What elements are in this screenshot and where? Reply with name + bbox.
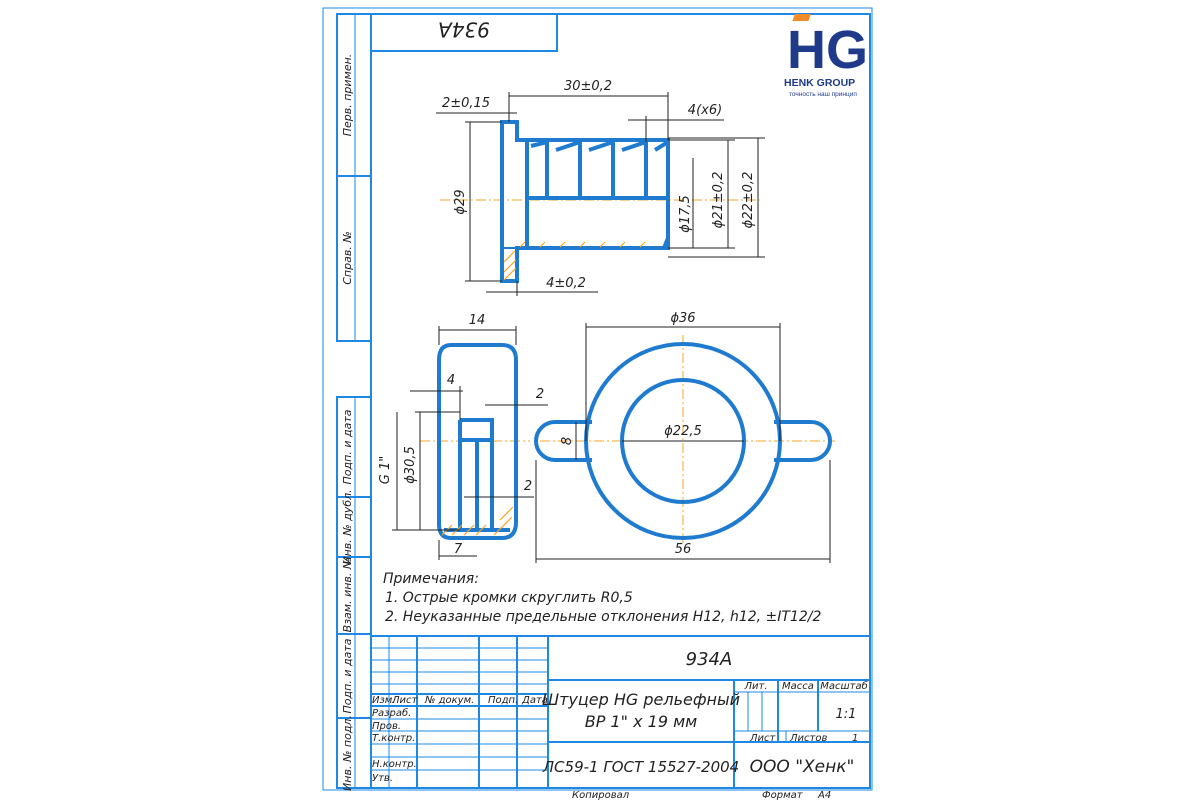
tb-scale-value: 1:1 (836, 707, 857, 722)
tb-list-label: Лист (749, 733, 777, 744)
dim-phi175: ϕ17,5 (678, 195, 693, 233)
dim-nut-2-top: 2 (536, 387, 544, 402)
dim-56: 56 (675, 542, 692, 557)
side-label-podp-data-2: Подп. и дата (341, 638, 354, 713)
tb-name-line1: Штуцер HG рельефный (542, 690, 740, 709)
tb-format-label: Формат (762, 790, 804, 800)
tb-col-docum: № докум. (424, 695, 474, 706)
tb-col-list: Лист (391, 695, 419, 706)
dim-flange: 2±0,15 (442, 96, 490, 111)
fitting-flange (500, 120, 529, 283)
side-label-podp-data-1: Подп. и дата (341, 409, 354, 484)
dim-phi225: ϕ22,5 (664, 424, 702, 439)
tb-row-prov: Пров. (372, 721, 401, 732)
tb-massa: Масса (782, 681, 814, 692)
logo-accent (792, 14, 811, 21)
tb-col-data: Дата (521, 695, 548, 706)
tb-format-value: А4 (817, 790, 831, 800)
side-strip-upper (336, 13, 372, 342)
top-code: 934А (438, 18, 490, 42)
tb-row-tkontr: Т.контр. (372, 733, 415, 744)
tb-code: 934А (686, 649, 733, 670)
tb-row-razrab: Разраб. (372, 707, 411, 719)
tb-lit: Лит. (743, 681, 767, 692)
nut-section-view: 14 4 2 2 ϕ30,5 G 1" 7 (378, 313, 548, 560)
notes-heading: Примечания: (383, 571, 479, 587)
note-1: 1. Острые кромки скруглить R0,5 (385, 590, 633, 606)
tb-row-nkontr: Н.контр. (372, 759, 417, 770)
top-code-box (370, 13, 558, 52)
notes: Примечания: 1. Острые кромки скруглить R… (383, 571, 821, 625)
tb-name-line2: ВР 1" х 19 мм (585, 712, 697, 731)
logo-mark: HG (787, 20, 868, 80)
tb-masshtab: Масштаб (820, 680, 868, 692)
dim-nut-4: 4 (447, 373, 455, 388)
side-label-sprav-no: Справ. № (341, 231, 354, 285)
dim-wing-8: 8 (560, 437, 575, 445)
tb-company: ООО "Хенк" (750, 757, 855, 777)
fitting-view: 30±0,2 2±0,15 4(x6) ϕ29 ϕ17,5 ϕ21±0,2 ϕ2… (436, 79, 765, 296)
dim-phi29: ϕ29 (453, 189, 468, 214)
dim-thread: G 1" (378, 456, 393, 484)
tb-col-izm: Изм. (372, 695, 396, 706)
side-label-vzam-inv: Взам. инв. № (341, 558, 354, 633)
dim-nut-2-bottom: 2 (524, 479, 532, 494)
nut-front-view: ϕ36 ϕ22,5 8 56 (534, 311, 835, 563)
dim-phi21: ϕ21±0,2 (711, 172, 726, 229)
dim-nut-width: 14 (469, 313, 486, 328)
side-strip-lower (336, 396, 372, 789)
dim-phi22: ϕ22±0,2 (741, 172, 756, 229)
note-2: 2. Неуказанные предельные отклонения H12… (385, 609, 821, 625)
dim-phi36: ϕ36 (670, 311, 695, 326)
dim-base: 4±0,2 (546, 276, 586, 291)
tb-row-utv: Утв. (372, 773, 393, 784)
logo-tagline: точность наш принцип (789, 91, 857, 98)
henk-group-logo: HG HENK GROUP точность наш принцип (784, 14, 868, 98)
tb-col-podp: Подп. (488, 695, 518, 706)
logo-name: HENK GROUP (784, 77, 855, 89)
tb-listov-value: 1 (852, 733, 858, 744)
side-label-inv-podl: Инв. № подл. (341, 715, 354, 791)
side-label-perv-primen: Перв. примен. (341, 54, 354, 137)
nut-wing-left (534, 420, 592, 462)
tb-kopiroval: Копировал (572, 790, 630, 800)
outer-border (322, 7, 873, 791)
nut-wing-right (774, 420, 832, 462)
title-block: Изм. Лист № докум. Подп. Дата Разраб. Пр… (371, 635, 870, 800)
dim-phi305: ϕ30,5 (403, 446, 418, 484)
side-label-inv-dubl: Инв. № дубл. (341, 489, 354, 564)
dim-length: 30±0,2 (564, 79, 612, 94)
tb-material: ЛС59-1 ГОСТ 15527-2004 (542, 758, 739, 776)
dim-ribs: 4(x6) (688, 103, 722, 118)
dim-nut-7: 7 (454, 542, 463, 557)
fitting-ribs (530, 139, 670, 198)
tb-listov-label: Листов (789, 733, 827, 744)
nut-outline (437, 343, 518, 540)
